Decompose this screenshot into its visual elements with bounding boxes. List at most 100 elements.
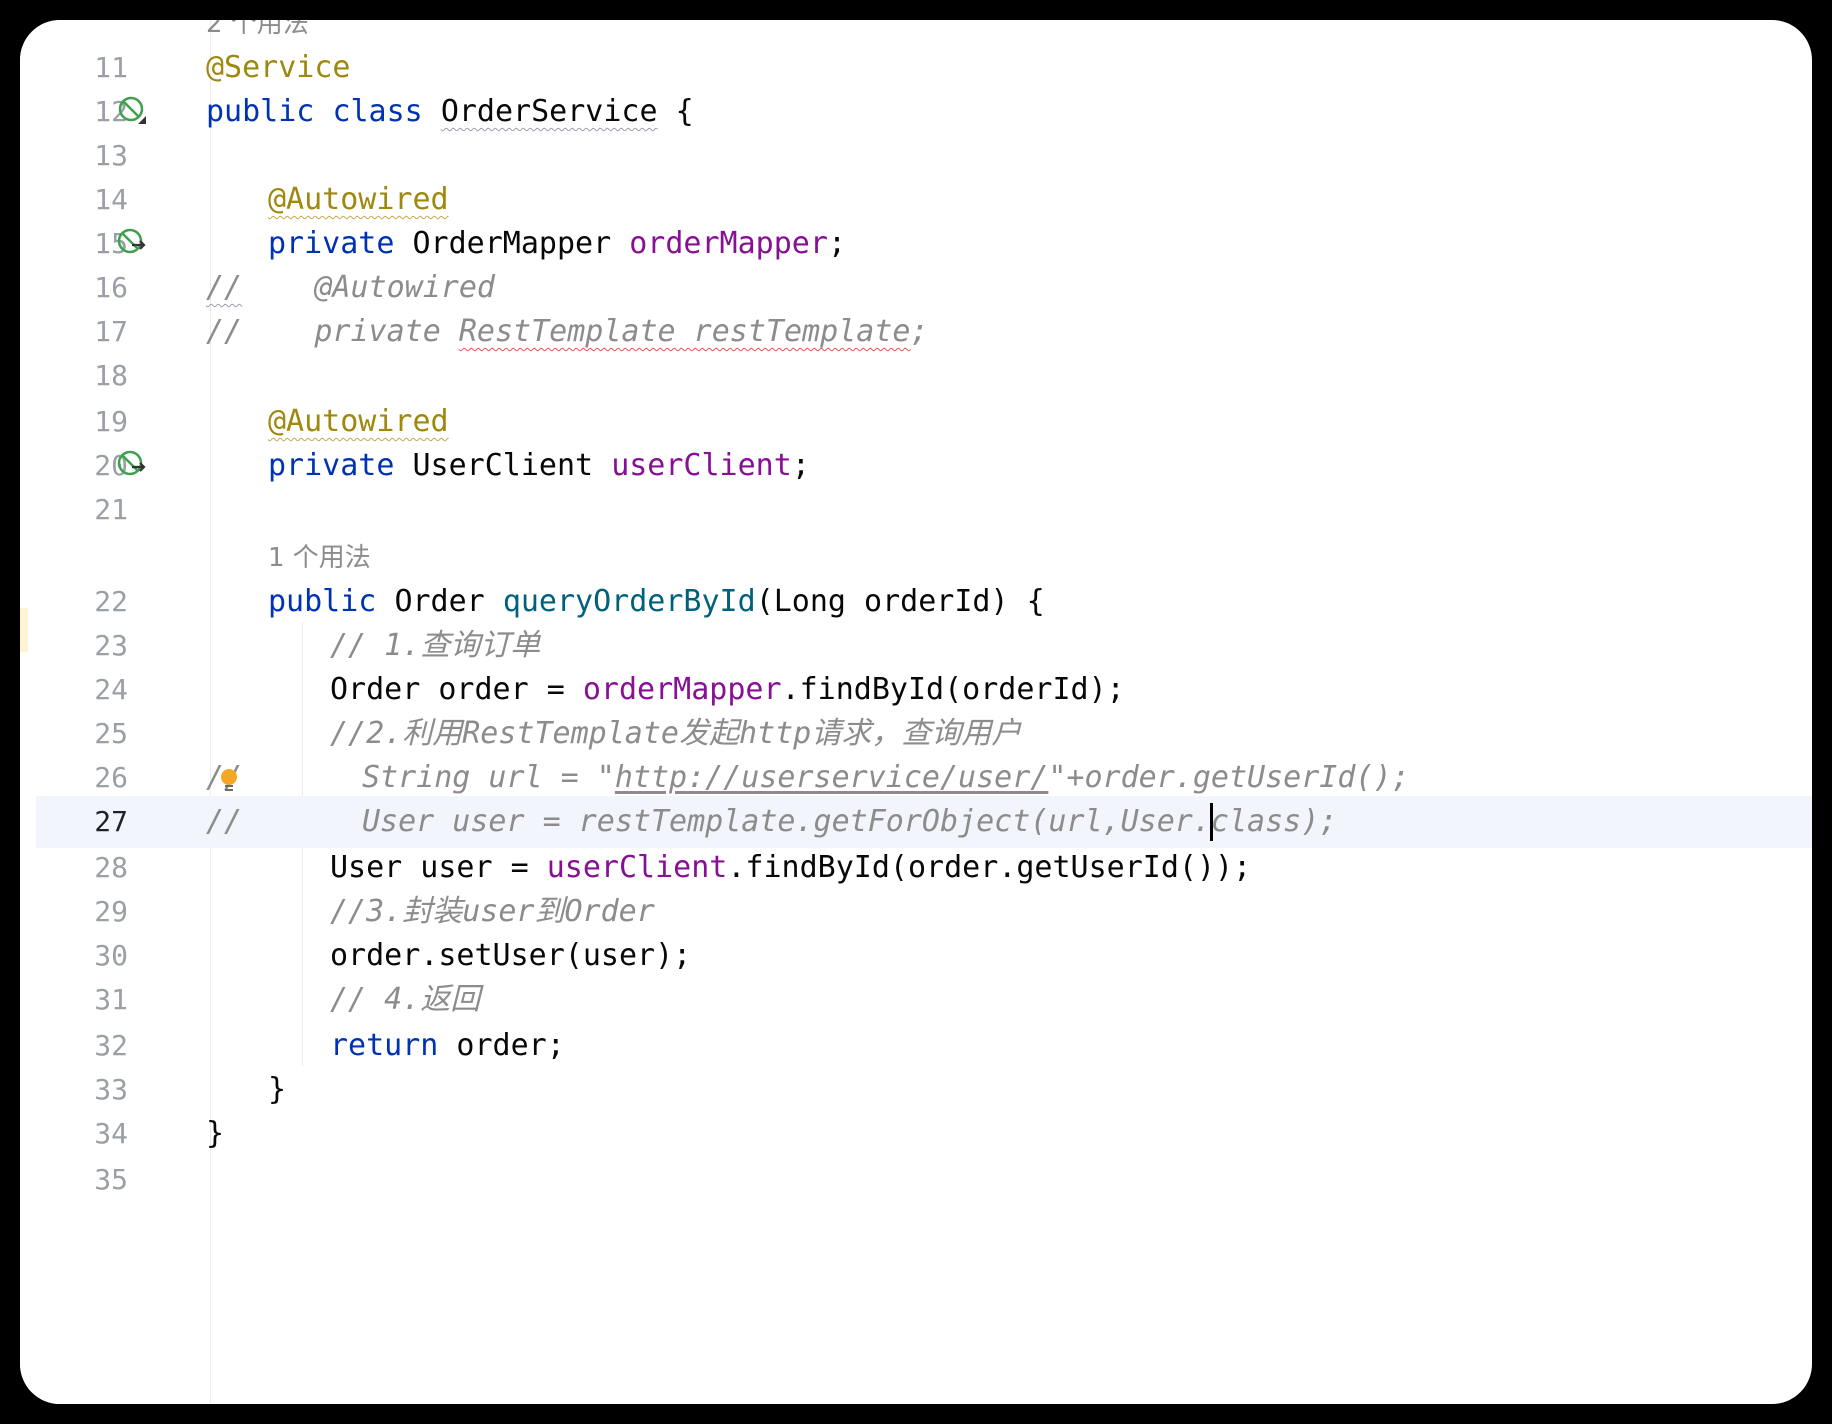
line-number: 16 [94, 271, 128, 304]
change-marker [20, 608, 28, 652]
code-line[interactable]: 34 } [20, 1108, 1812, 1160]
keyword: class [332, 94, 423, 129]
line-number: 35 [94, 1163, 128, 1196]
annotation: @Autowired [268, 404, 449, 439]
code-line[interactable]: 18 [20, 350, 1812, 402]
code-text: User user = userClient.findById(order.ge… [330, 842, 1251, 894]
code-line[interactable]: 21 [20, 484, 1812, 536]
code-line[interactable]: 17 // private RestTemplate restTemplate; [20, 306, 1812, 358]
code-line[interactable]: 30 order.setUser(user); [20, 930, 1812, 982]
code-token: .findById(order.getUserId()); [727, 850, 1252, 885]
autowired-bean-icon[interactable] [116, 227, 150, 261]
code-line[interactable]: 16 // @Autowired [20, 262, 1812, 314]
comment-text: "+order.getUserId(); [1048, 760, 1410, 795]
code-text: // private RestTemplate restTemplate; [206, 306, 928, 358]
autowired-bean-icon[interactable] [116, 449, 150, 483]
code-text: private OrderMapper orderMapper; [268, 218, 846, 270]
line-number: 29 [94, 895, 128, 928]
code-token: User user = [330, 850, 547, 885]
brace: } [206, 1116, 225, 1151]
code-line[interactable]: 29 //3.封装user到Order [20, 886, 1812, 938]
code-text: public Order queryOrderById(Long orderId… [268, 576, 1045, 628]
line-number: 17 [94, 315, 128, 348]
keyword: public [206, 94, 315, 129]
url-link[interactable]: http://userservice/user/ [614, 760, 1049, 795]
code-line[interactable]: 24 Order order = orderMapper.findById(or… [20, 664, 1812, 716]
comment-marker: // [206, 270, 243, 305]
keyword: private [268, 448, 395, 483]
code-line[interactable]: 22 public Order queryOrderById(Long orde… [20, 576, 1812, 628]
comment-marker: // [206, 804, 243, 839]
line-number: 33 [94, 1073, 128, 1106]
comment-text: RestTemplate restTemplate [458, 314, 911, 349]
code-line[interactable]: 13 [20, 130, 1812, 182]
class-name: OrderService [440, 94, 658, 129]
params: (Long orderId) { [755, 584, 1045, 619]
code-token: order; [438, 1028, 565, 1063]
usage-hint-class[interactable]: 2 个用法 [206, 20, 309, 39]
punct: ; [827, 226, 846, 261]
line-number: 34 [94, 1117, 128, 1150]
comment-text: // 1.查询订单 [330, 628, 541, 663]
comment-marker: // [206, 314, 243, 349]
code-line[interactable]: 23 // 1.查询订单 [20, 620, 1812, 672]
line-number: 30 [94, 939, 128, 972]
code-text: public class OrderService { [206, 86, 694, 138]
code-line[interactable]: 20 private UserClient userClient; [20, 440, 1812, 492]
annotation: @Service [206, 50, 351, 85]
code-text: order.setUser(user); [330, 938, 692, 973]
type-name: Order [394, 584, 485, 619]
comment-text: @Autowired [314, 270, 495, 305]
intention-bulb-icon[interactable] [218, 766, 240, 796]
implemented-bean-icon[interactable] [116, 94, 150, 128]
line-number: 28 [94, 851, 128, 884]
code-line[interactable]: 26 // String url = "http://userservice/u… [20, 752, 1812, 804]
line-number: 14 [94, 183, 128, 216]
line-number: 18 [94, 359, 128, 392]
field-name: userClient [546, 850, 728, 885]
code-line[interactable]: 31 // 4.返回 [20, 974, 1812, 1026]
code-text: @Service [206, 42, 351, 94]
code-line[interactable]: 19 @Autowired [20, 396, 1812, 448]
keyword: private [268, 226, 395, 261]
keyword: return [330, 1028, 439, 1063]
punct: ; [791, 448, 810, 483]
code-text: @Autowired [268, 396, 449, 448]
code-line[interactable]: 15 private OrderMapper orderMapper; [20, 218, 1812, 270]
usage-hint-method[interactable]: 1 个用法 [268, 543, 371, 573]
code-line[interactable]: 14 @Autowired [20, 174, 1812, 226]
comment-text: //3.封装user到Order [330, 894, 655, 929]
line-number: 19 [94, 405, 128, 438]
comment-text: String url = " [362, 760, 615, 795]
code-line[interactable]: 28 User user = userClient.findById(order… [20, 842, 1812, 894]
field-name: orderMapper [582, 672, 782, 707]
comment-text: // 4.返回 [330, 982, 481, 1017]
code-line-current[interactable] [36, 796, 1812, 848]
keyword: public [268, 584, 377, 619]
line-number: 25 [94, 717, 128, 750]
code-text: return order; [330, 1020, 565, 1072]
code-line[interactable]: 35 [20, 1154, 1812, 1206]
code-line[interactable]: 25 //2.利用RestTemplate发起http请求，查询用户 [20, 708, 1812, 760]
code-editor[interactable]: 2 个用法 11 @Service 12 public class OrderS… [20, 20, 1812, 1404]
code-line[interactable]: 11 @Service [20, 42, 1812, 94]
code-text: private UserClient userClient; [268, 440, 810, 492]
field-name: userClient [611, 448, 792, 483]
code-text: Order order = orderMapper.findById(order… [330, 664, 1125, 716]
comment-text: User user = restTemplate.getForObject(ur… [362, 804, 1338, 839]
line-number: 24 [94, 673, 128, 706]
line-number: 26 [94, 761, 128, 794]
annotation: @Autowired [268, 182, 449, 217]
code-line[interactable]: 32 return order; [20, 1020, 1812, 1072]
field-name: orderMapper [629, 226, 828, 261]
code-line[interactable]: 33 } [20, 1064, 1812, 1116]
punct: ; [910, 314, 929, 349]
brace: } [268, 1072, 287, 1107]
code-text: String url = "http://userservice/user/"+… [362, 752, 1410, 804]
line-number: 21 [94, 493, 128, 526]
code-line[interactable]: 27 // User user = restTemplate.getForObj… [20, 796, 1812, 848]
comment-text: private [314, 314, 441, 349]
type-name: OrderMapper [412, 226, 612, 261]
code-line[interactable]: 12 public class OrderService { [20, 86, 1812, 138]
brace: { [657, 94, 694, 129]
